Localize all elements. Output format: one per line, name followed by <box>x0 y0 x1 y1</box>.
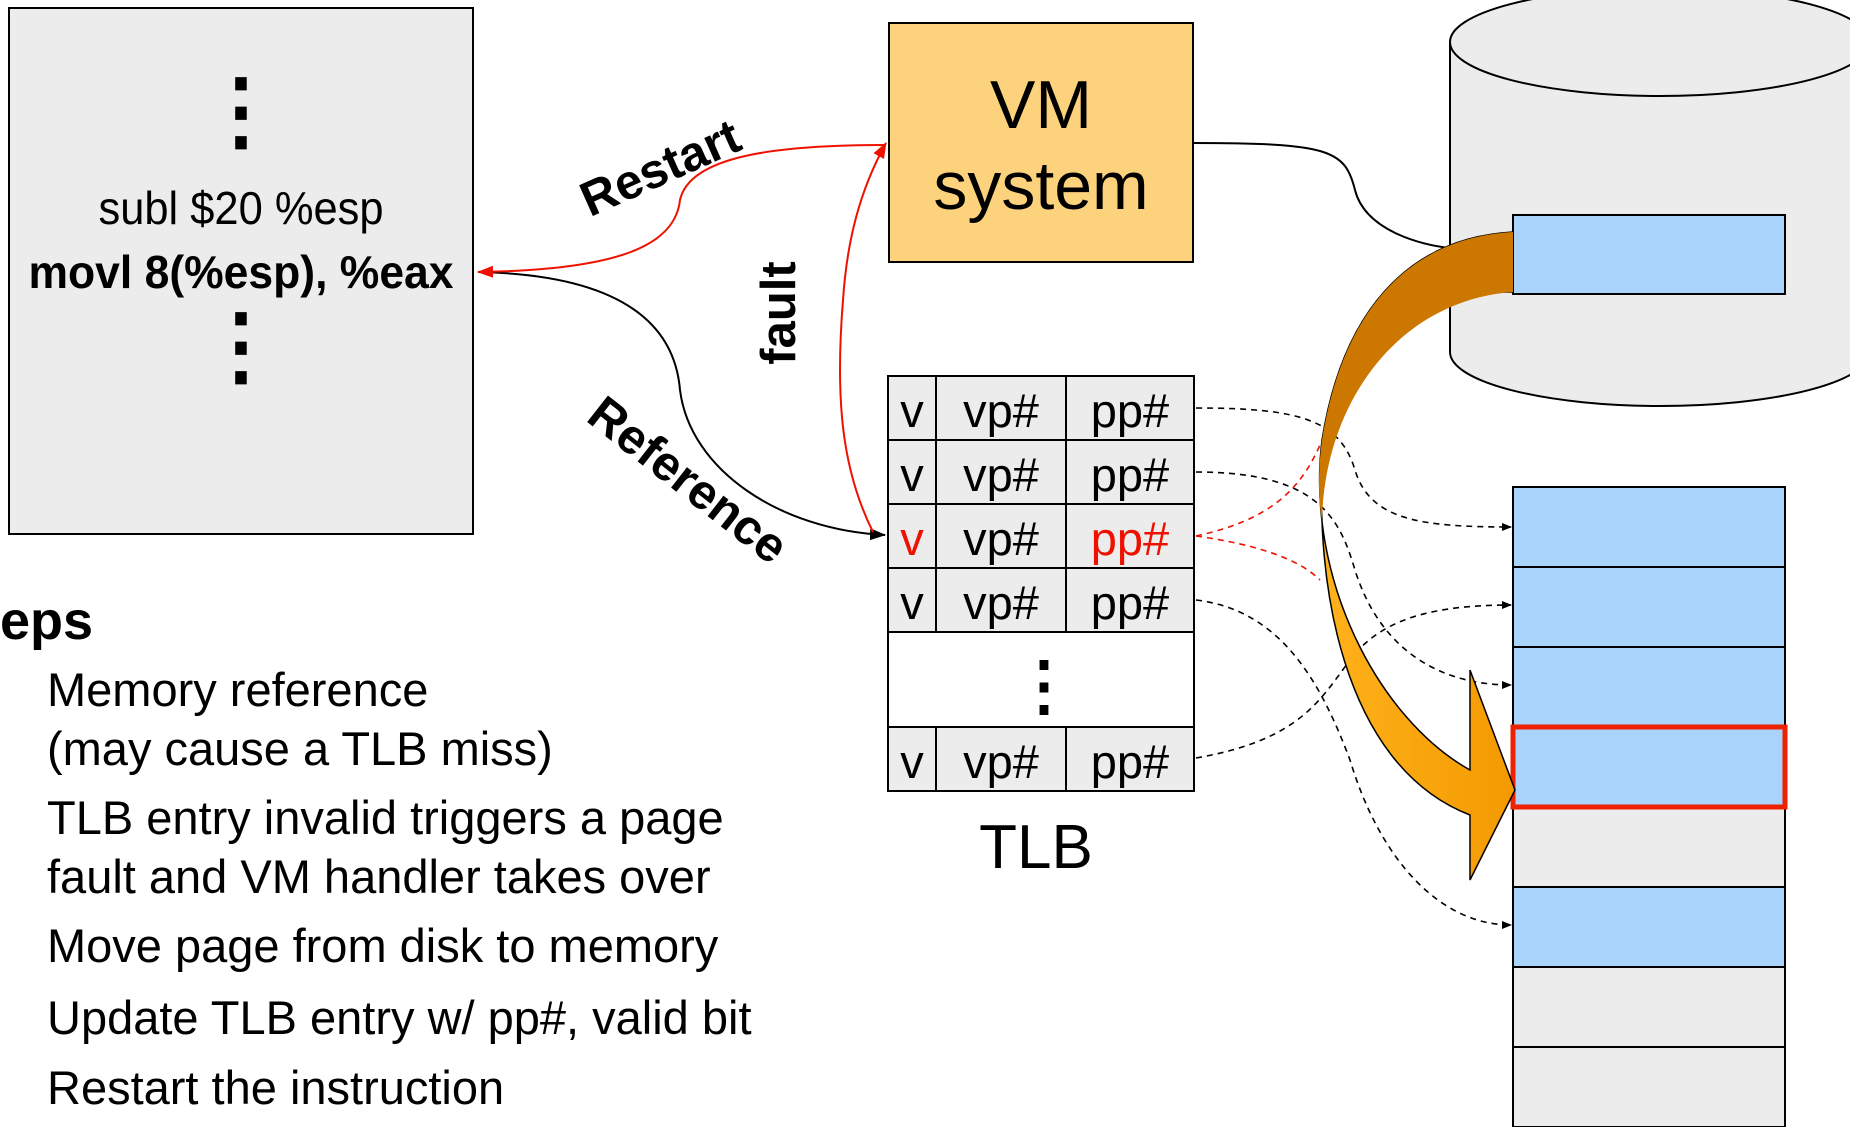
tlb-row-v: v <box>900 576 924 629</box>
memory-slot <box>1512 886 1786 968</box>
steps-heading: eps <box>0 591 94 651</box>
program-line-movl: movl 8(%esp), %eax <box>29 246 454 298</box>
page-move-arrow <box>1318 231 1516 881</box>
tlb-row-v: v <box>900 735 924 788</box>
fault-arrow <box>838 142 887 533</box>
restart-arrow <box>477 144 886 278</box>
memory-slot <box>1512 806 1786 888</box>
step-item: fault and VM handler takes over <box>47 850 711 903</box>
tlb-row-pp: pp# <box>1091 576 1169 629</box>
program-line-subl: subl $20 %esp <box>99 182 384 234</box>
tlb-row-vp: vp# <box>963 384 1039 437</box>
memory-slot <box>1512 486 1786 568</box>
program-dots-top: ⋮ <box>198 63 284 159</box>
disk-cylinder <box>1449 0 1850 407</box>
memory-slot <box>1512 566 1786 648</box>
mapping-row2-old <box>1195 444 1321 537</box>
tlb-label: TLB <box>979 813 1093 882</box>
memory-slot-target <box>1512 726 1786 808</box>
step-item: Memory reference <box>47 663 429 716</box>
physical-memory <box>1510 486 1788 1127</box>
vm-label-line1: VM <box>990 67 1092 143</box>
vm-system-box: VM system <box>888 22 1194 263</box>
tlb-row-pp: pp# <box>1091 384 1169 437</box>
restart-label: Restart <box>572 109 748 227</box>
memory-target-highlight <box>1510 724 1788 810</box>
mapping-row2-new <box>1195 535 1321 581</box>
tlb-row-pp-updated: pp# <box>1091 512 1169 565</box>
mapping-row0 <box>1195 407 1512 531</box>
fault-label: fault <box>752 261 806 364</box>
tlb-row-vp: vp# <box>963 576 1039 629</box>
memory-slot <box>1512 646 1786 728</box>
step-item: Move page from disk to memory <box>47 919 719 972</box>
step-item: TLB entry invalid triggers a page <box>47 791 724 844</box>
tlb-row-vp: vp# <box>963 448 1039 501</box>
tlb-row-vp: vp# <box>963 735 1039 788</box>
vm-disk-connector <box>1192 142 1451 249</box>
tlb-row-v: v <box>900 384 924 437</box>
memory-slot <box>1512 966 1786 1048</box>
tlb-gap-dots: ⋮ <box>1011 648 1077 722</box>
tlb-row-pp: pp# <box>1091 735 1169 788</box>
reference-label: Reference <box>578 386 798 574</box>
disk-page <box>1512 214 1786 295</box>
step-item: Restart the instruction <box>47 1061 505 1114</box>
tlb-row-v-invalid: v <box>900 512 924 565</box>
tlb-row-pp: pp# <box>1091 448 1169 501</box>
reference-arrow <box>477 271 886 541</box>
step-item: Update TLB entry w/ pp#, valid bit <box>47 991 752 1044</box>
vm-label-line2: system <box>933 148 1148 224</box>
tlb-row-v: v <box>900 448 924 501</box>
step-item: (may cause a TLB miss) <box>47 722 553 775</box>
tlb-table: v vp# pp# v vp# pp# v vp# pp# v vp# pp# … <box>887 375 1195 792</box>
program-box: ⋮ subl $20 %esp movl 8(%esp), %eax ⋮ <box>8 7 474 535</box>
memory-slot <box>1512 1046 1786 1127</box>
mapping-row3 <box>1195 599 1512 929</box>
tlb-row-vp: vp# <box>963 512 1039 565</box>
program-dots-bottom: ⋮ <box>198 298 284 394</box>
